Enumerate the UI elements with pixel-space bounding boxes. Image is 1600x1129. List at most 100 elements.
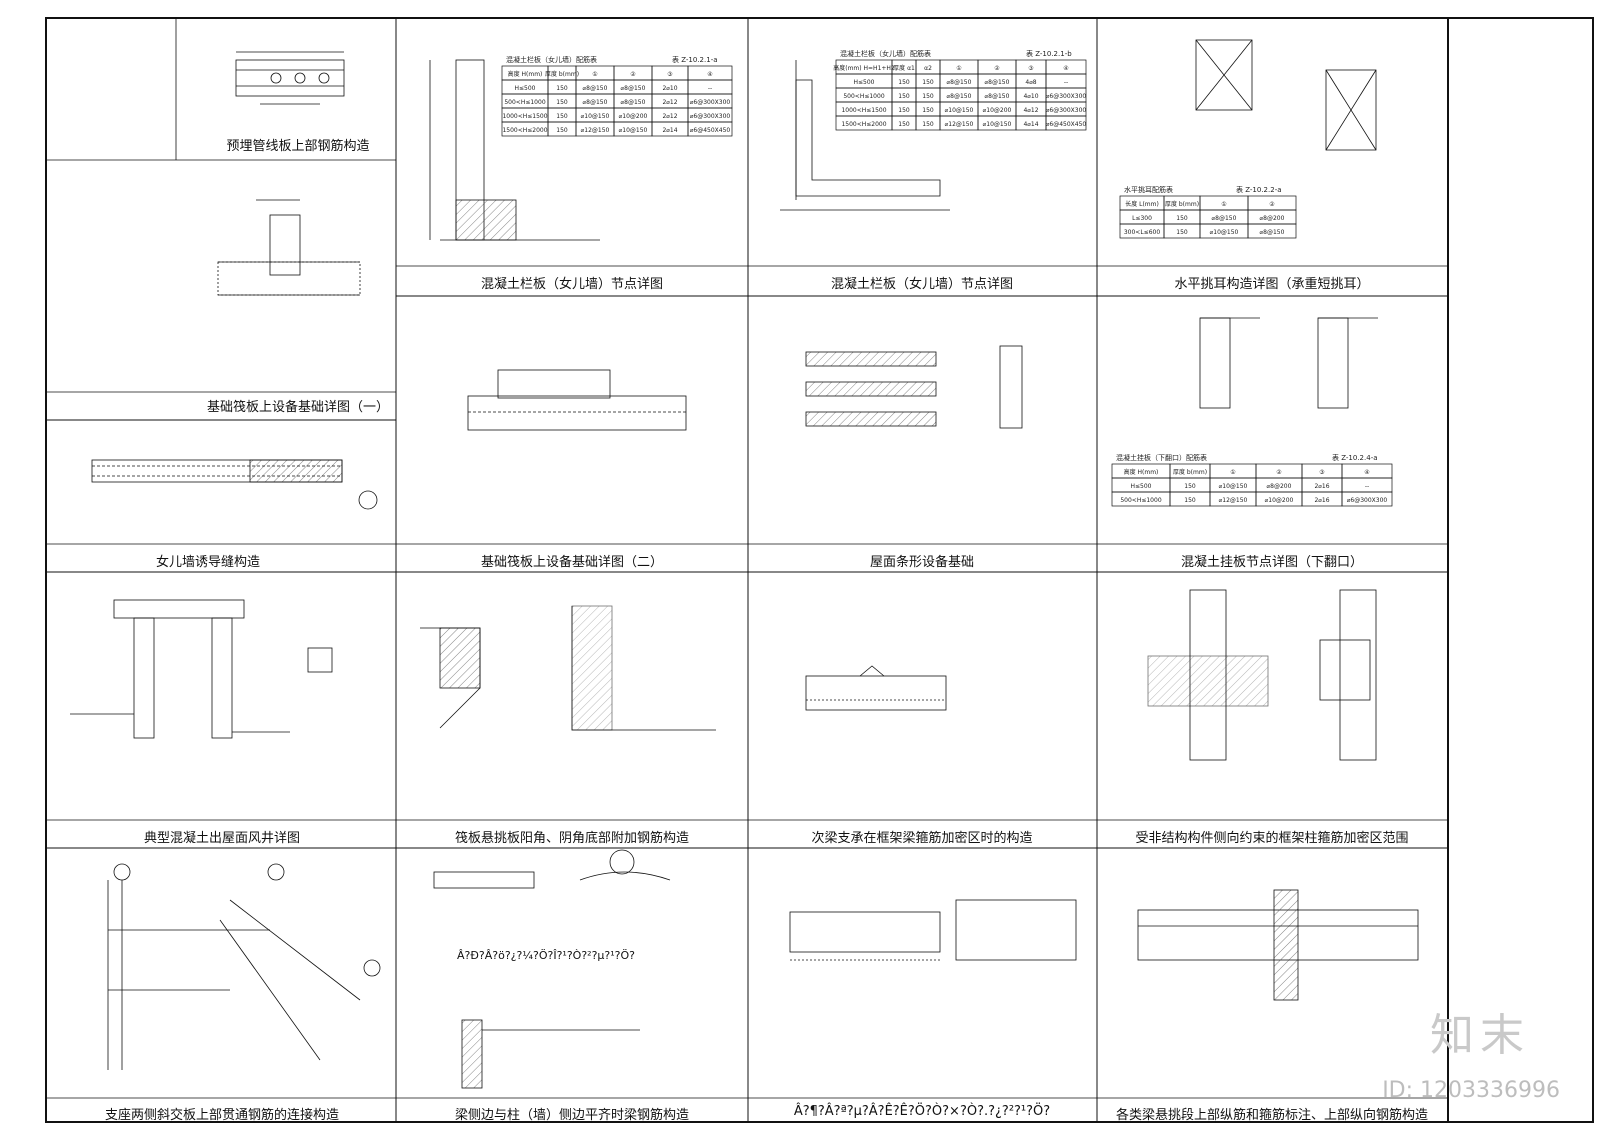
table-header: ② [1269, 201, 1275, 208]
detail-corbel [1195, 39, 1377, 151]
table-header: 高度(mm) H=H1+H2 [833, 64, 895, 72]
table-cell: 2⌀14 [662, 127, 677, 134]
table-code: 表 Z-10.2.1-b [1026, 49, 1072, 58]
title-r3c1: 典型混凝土出屋面风井详图 [143, 831, 301, 846]
sheet-frame [45, 17, 1594, 1123]
detail-induced-joint [91, 459, 378, 510]
table-cell: ⌀8@150 [621, 85, 646, 92]
table-cell: 4⌀8 [1025, 79, 1036, 86]
table-cell: 150 [1184, 483, 1196, 490]
table-cell: ⌀8@150 [1212, 215, 1237, 222]
table-cell: 500<H≤1000 [843, 93, 884, 100]
detail-raft-equipment-1 [217, 199, 361, 296]
table-cell: ⌀6@300X300 [1046, 107, 1087, 114]
table-t2: 混凝土栏板（女儿墙）配筋表表 Z-10.2.1-b高度(mm) H=H1+H2厚… [833, 49, 1087, 131]
title-r4c3: Â?¶?Â?ª?µ?Â?Ê?Ê?Ö?Ò?×?Ò?.?¿?²?¹?Ö? [793, 1104, 1051, 1119]
table-cell: 150 [898, 79, 910, 86]
title-r1c3: 混凝土栏板（女儿墙）节点详图 [830, 277, 1014, 292]
title-r1c2: 混凝土栏板（女儿墙）节点详图 [480, 277, 664, 292]
table-header: 高度 H(mm) [1124, 468, 1159, 476]
table-cell: ⌀12@150 [945, 121, 974, 128]
table-header: ④ [707, 71, 712, 78]
table-header: 厚度 b(mm) [1165, 200, 1199, 208]
table-code: 表 Z-10.2.1-a [672, 55, 718, 64]
table-cell: 4⌀12 [1023, 107, 1038, 114]
detail-raft-equipment-2 [467, 369, 687, 431]
table-cell: 150 [556, 127, 568, 134]
table-cell: ⌀6@300X300 [1347, 497, 1388, 504]
table-cell: -- [708, 85, 712, 92]
table-header: ② [994, 65, 1000, 72]
table-title: 混凝土挂板（下翻口）配筋表 [1116, 453, 1207, 462]
title-r2c1b: 女儿墙诱导缝构造 [155, 555, 261, 570]
table-cell: 150 [922, 93, 934, 100]
detail-column-zones [1147, 589, 1377, 761]
table-cell: 150 [922, 79, 934, 86]
table-cell: 150 [898, 121, 910, 128]
table-cell-border [1247, 223, 1297, 239]
table-cell: ⌀10@150 [1210, 229, 1239, 236]
table-cell: ⌀10@150 [1219, 483, 1248, 490]
table-cell: 1000<H≤1500 [502, 113, 547, 120]
title-r4c1: 支座两侧斜交板上部贯通钢筋的连接构造 [104, 1108, 340, 1123]
table-cell-border [1341, 491, 1393, 507]
table-cell: ⌀6@300X300 [1046, 93, 1087, 100]
table-header: ① [956, 65, 961, 72]
table-cell: 150 [556, 99, 568, 106]
table-cell: 2⌀16 [1314, 497, 1329, 504]
title-r3c3: 次梁支承在框架梁箍筋加密区时的构造 [811, 831, 1033, 846]
table-cell: -- [1365, 483, 1369, 490]
table-cell: 150 [1176, 215, 1188, 222]
table-cell: ⌀12@150 [581, 127, 610, 134]
table-cell: 1000<H≤1500 [841, 107, 886, 114]
detail-cantilever [1137, 889, 1419, 1001]
table-header: α2 [924, 65, 932, 72]
table-code: 表 Z-10.2.2-a [1236, 185, 1282, 194]
table-cell: H≤500 [1131, 483, 1152, 490]
table-cell: ⌀8@200 [1260, 215, 1285, 222]
table-cell: ⌀8@150 [1260, 229, 1285, 236]
watermark-id: ID: 1203336996 [1382, 1078, 1560, 1103]
detail-vent-shaft [70, 599, 333, 739]
table-header: ③ [1028, 65, 1033, 72]
table-title: 水平挑耳配筋表 [1124, 185, 1173, 194]
title-r4c2b: Â?Ð?Â?ö?¿?¼?Ö?Î?¹?Ò?²?µ?¹?Ö? [457, 949, 635, 962]
detail-beam-support [789, 899, 1077, 961]
table-cell: ⌀10@200 [619, 113, 648, 120]
table-cell: 2⌀10 [662, 85, 677, 92]
table-cell: 150 [922, 107, 934, 114]
detail-parapet-b [780, 60, 950, 211]
table-cell: ⌀6@450X450 [690, 127, 731, 134]
table-cell: 150 [1184, 497, 1196, 504]
table-cell: 1500<H≤2000 [841, 121, 886, 128]
table-cell: ⌀6@300X300 [690, 99, 731, 106]
rebar-tables: 混凝土栏板（女儿墙）配筋表表 Z-10.2.1-a高度 H(mm)厚度 b(mm… [501, 49, 1393, 507]
table-cell: L≤300 [1132, 215, 1152, 222]
detail-skew-slab [107, 863, 381, 1070]
table-cell: -- [1064, 79, 1068, 86]
table-header: ① [592, 71, 597, 78]
table-cell: ⌀8@150 [583, 85, 608, 92]
table-cell: H≤500 [854, 79, 875, 86]
detail-pipe-slab [235, 51, 345, 105]
title-r2c3: 屋面条形设备基础 [869, 555, 975, 570]
table-cell: ⌀6@300X300 [690, 113, 731, 120]
table-cell: 500<H≤1000 [504, 99, 545, 106]
table-header: ④ [1063, 65, 1068, 72]
table-header: 厚度 b(mm) [1173, 468, 1207, 476]
table-header: ① [1221, 201, 1226, 208]
table-cell: ⌀10@150 [945, 107, 974, 114]
table-cell: ⌀10@200 [983, 107, 1012, 114]
table-cell: ⌀8@150 [947, 79, 972, 86]
table-cell: ⌀10@200 [1265, 497, 1294, 504]
detail-parapet-a [429, 59, 600, 241]
table-cell: 500<H≤1000 [1120, 497, 1161, 504]
watermark-logo: 知末 [1430, 1010, 1530, 1061]
table-cell: ⌀8@200 [1267, 483, 1292, 490]
title-r3c4: 受非结构构件侧向约束的框架柱箍筋加密区范围 [1135, 831, 1409, 846]
title-r2c2: 基础筏板上设备基础详图（二） [480, 555, 664, 570]
table-cell: 4⌀10 [1023, 93, 1038, 100]
table-cell: 2⌀16 [1314, 483, 1329, 490]
